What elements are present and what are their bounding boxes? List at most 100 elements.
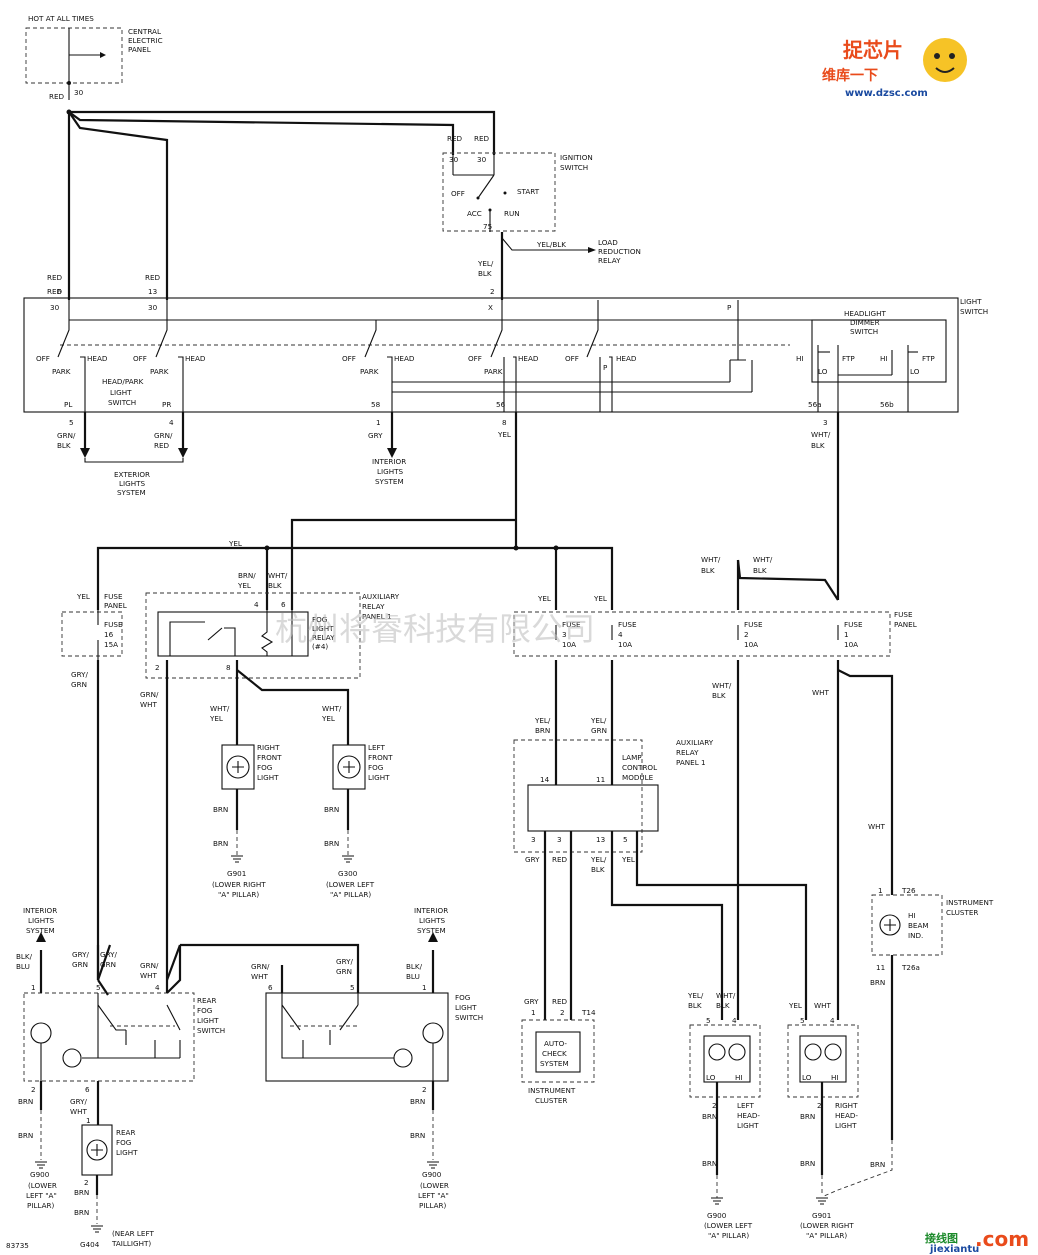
n2-label: 2: [712, 1101, 717, 1110]
fuse-label: FUSE: [618, 620, 637, 629]
whtw-label: WHT: [812, 688, 830, 697]
off-label: OFF: [468, 354, 482, 363]
wht-label: WHT/: [811, 430, 831, 439]
red-label: RED: [474, 134, 490, 143]
whtr-label: WHT: [70, 1107, 88, 1116]
yelbrn-label: YEL/: [534, 716, 551, 725]
blk-label: BLK: [591, 865, 605, 874]
lrr2-label: REDUCTION: [598, 247, 641, 256]
head-label: HEAD: [616, 354, 637, 363]
f4-label: 4: [618, 630, 623, 639]
whtw-label: WHT: [814, 1001, 832, 1010]
flr2-label: LIGHT: [312, 624, 334, 633]
int1-label: INTERIOR: [414, 906, 448, 915]
n56b-label: 56b: [880, 400, 894, 409]
grn3-label: GRN: [100, 960, 116, 969]
g901r-label: G901: [812, 1211, 831, 1220]
n4-label: 4: [830, 1016, 835, 1025]
red-label: RED: [447, 134, 463, 143]
head-label: HEAD: [185, 354, 206, 363]
brnw-label: BRN: [410, 1131, 425, 1140]
n5-label: 5: [350, 983, 355, 992]
grn3-label: GRN: [72, 960, 88, 969]
brnw-label: BRN: [324, 839, 339, 848]
n30-label: 30: [477, 155, 487, 164]
ac3-label: SYSTEM: [540, 1059, 569, 1068]
hp2-label: LIGHT: [110, 388, 132, 397]
ac2-label: CHECK: [542, 1049, 567, 1058]
g900-label: G900: [422, 1170, 442, 1179]
x-label: X: [488, 303, 493, 312]
yelw-label: YEL: [76, 592, 90, 601]
brn4-label: BRN: [535, 726, 550, 735]
yelw-label: YEL: [537, 594, 551, 603]
fp1-label: FUSE: [894, 610, 913, 619]
n4-label: 4: [155, 983, 160, 992]
ftp-label: FTP: [922, 354, 935, 363]
f10a-label: 10A: [562, 640, 576, 649]
lrr3-label: RELAY: [598, 256, 621, 265]
g300b-label: (LOWER LEFT: [326, 880, 375, 889]
arp2-label: RELAY: [362, 602, 385, 611]
rfs2-label: FOG: [197, 1006, 212, 1015]
logo-text-c: www.dzsc.com: [845, 88, 928, 99]
brnw-label: BRN: [870, 1160, 885, 1169]
p-label: P: [603, 363, 608, 372]
blk5-label: BLK: [712, 691, 726, 700]
acc-label: ACC: [467, 209, 482, 218]
brnw-label: BRN: [702, 1112, 717, 1121]
rhl3-label: LIGHT: [835, 1121, 857, 1130]
auto-check-system: [521, 1019, 595, 1083]
t26a-label: T26a: [901, 963, 920, 972]
rfl2-label: FOG: [116, 1138, 131, 1147]
n30-label: 30: [50, 303, 60, 312]
lcm1-label: LAMP: [622, 753, 642, 762]
fls1-label: FOG: [455, 993, 470, 1002]
off-label: OFF: [565, 354, 579, 363]
rear-fog-light-switch: [23, 932, 195, 1160]
grygrn-label: GRY/: [71, 670, 88, 679]
lcm2-label: CONTROL: [622, 763, 657, 772]
logo-text-f: jiexiantu: [929, 1244, 979, 1255]
headlight-feeds: [736, 660, 894, 1020]
yel3-label: YEL: [209, 714, 223, 723]
redac-label: RED: [552, 997, 568, 1006]
hd2-label: DIMMER: [850, 318, 880, 327]
off-label: OFF: [342, 354, 356, 363]
g901c-label: "A" PILLAR): [218, 890, 259, 899]
wht3-label: WHT: [140, 971, 158, 980]
grn3-label: GRN: [71, 680, 87, 689]
whtyel-label: WHT/: [322, 704, 342, 713]
gry-label: GRY: [368, 431, 383, 440]
brnw-label: BRN: [213, 839, 228, 848]
park-label: PARK: [484, 367, 503, 376]
grn4-label: GRN: [591, 726, 607, 735]
n5-label: 5: [69, 418, 74, 427]
arp2-label: RELAY: [676, 748, 699, 757]
flr4-label: (#4): [312, 642, 328, 651]
ic2-label: CLUSTER: [946, 908, 978, 917]
g901b-label: (LOWER RIGHT: [212, 880, 266, 889]
light-switch-outputs: [80, 412, 840, 600]
wht2-label: WHT/: [268, 571, 288, 580]
head-label: HEAD: [87, 354, 108, 363]
ftp-label: FTP: [842, 354, 855, 363]
n75-label: 75: [483, 222, 492, 231]
f10a-label: 10A: [744, 640, 758, 649]
run-label: RUN: [504, 209, 520, 218]
whtyel-label: WHT/: [210, 704, 230, 713]
n1-label: 1: [86, 1116, 91, 1125]
hd3-label: SWITCH: [850, 327, 878, 336]
brnw-label: BRN: [410, 1097, 425, 1106]
g900lc-label: "A" PILLAR): [708, 1231, 749, 1240]
head-label: HEAD: [394, 354, 415, 363]
front-fog-lights: [221, 660, 366, 863]
red-label: RED: [145, 273, 161, 282]
wht-label: WHT/: [753, 555, 773, 564]
blk3-label: BLK: [811, 441, 825, 450]
t14-label: T14: [581, 1008, 596, 1017]
flr3-label: RELAY: [312, 633, 335, 642]
blk4-label: BLK: [268, 581, 282, 590]
grn3-label: GRN: [336, 967, 352, 976]
ext2-label: LIGHTS: [119, 479, 145, 488]
